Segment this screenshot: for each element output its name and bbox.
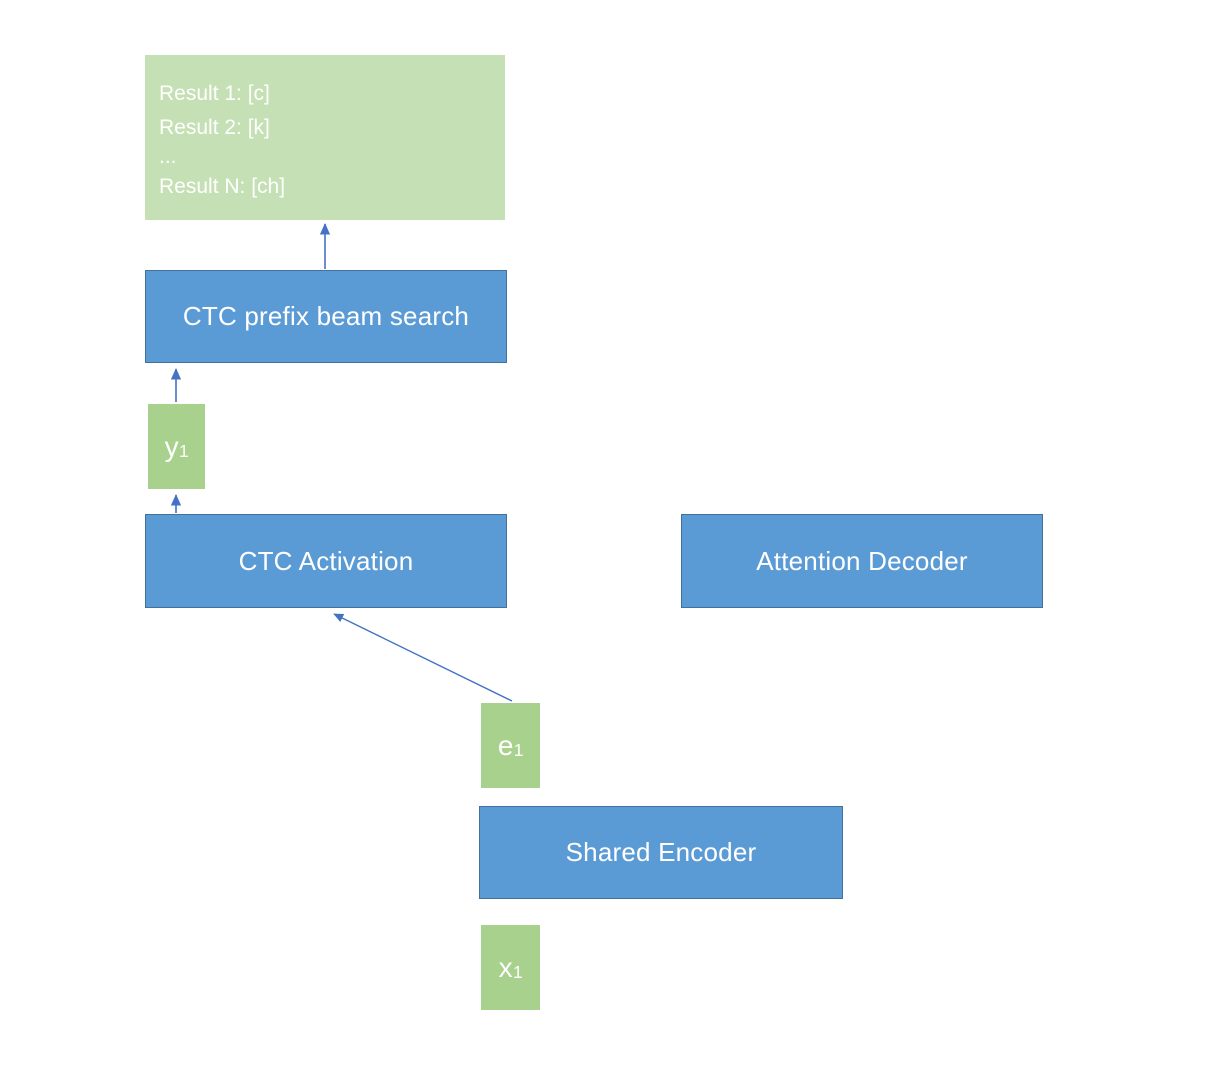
tensor-x1-subscript: 1	[513, 961, 523, 982]
ctc-prefix-beam-search-label: CTC prefix beam search	[182, 301, 470, 332]
attention-decoder-block[interactable]: Attention Decoder	[681, 514, 1043, 608]
edge-e1-to-activation	[333, 613, 513, 702]
attention-decoder-label: Attention Decoder	[756, 545, 968, 576]
tensor-e1-subscript: 1	[513, 739, 524, 760]
shared-encoder-block[interactable]: Shared Encoder	[479, 806, 843, 899]
beam-search-results-panel: Result 1: [c] Result 2: [k] ... Result N…	[145, 55, 505, 220]
shared-encoder-label: Shared Encoder	[565, 837, 757, 868]
result-line-ellipsis: ...	[159, 145, 177, 169]
tensor-x1-symbol: x	[498, 952, 513, 983]
ctc-activation-label: CTC Activation	[238, 545, 414, 576]
ctc-prefix-beam-search-block[interactable]: CTC prefix beam search	[145, 270, 507, 363]
result-line-n: Result N: [ch]	[159, 175, 286, 199]
tensor-y1-symbol: y	[164, 431, 179, 462]
ctc-activation-block[interactable]: CTC Activation	[145, 514, 507, 608]
tensor-e1-symbol: e	[497, 730, 514, 761]
result-line-2: Result 2: [k]	[159, 115, 270, 139]
result-line-1: Result 1: [c]	[159, 82, 270, 105]
tensor-y1-subscript: 1	[179, 440, 189, 461]
